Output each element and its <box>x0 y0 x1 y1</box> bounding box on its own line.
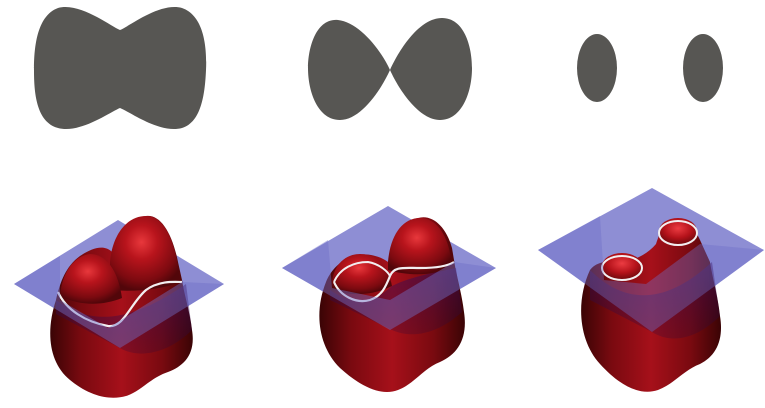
level-set-left-region <box>577 34 617 102</box>
surface-panel-3 <box>538 188 764 392</box>
surface-panel-2 <box>282 206 496 392</box>
level-set-pinched-region <box>308 18 472 120</box>
contour-loop-right <box>658 220 698 246</box>
contour-line-left-loop <box>333 260 391 283</box>
cutting-plane-front <box>282 240 496 330</box>
surface-peak-right <box>110 216 180 291</box>
level-set-row <box>34 7 723 130</box>
surface-panel-1 <box>14 215 224 398</box>
cutting-plane-front <box>14 256 224 348</box>
surface-below-plane <box>590 262 720 339</box>
contour-line <box>56 280 183 328</box>
contour-loop-left <box>601 255 643 281</box>
surface-peak-right <box>388 218 452 275</box>
cutting-plane-front <box>538 216 764 332</box>
surface-cap-right <box>659 218 697 244</box>
level-set-connected-region <box>34 7 207 130</box>
surface-cap-left <box>602 253 642 279</box>
surface-peak-left <box>60 254 122 304</box>
surface-below-plane <box>330 268 462 335</box>
level-set-right-region <box>683 34 723 102</box>
